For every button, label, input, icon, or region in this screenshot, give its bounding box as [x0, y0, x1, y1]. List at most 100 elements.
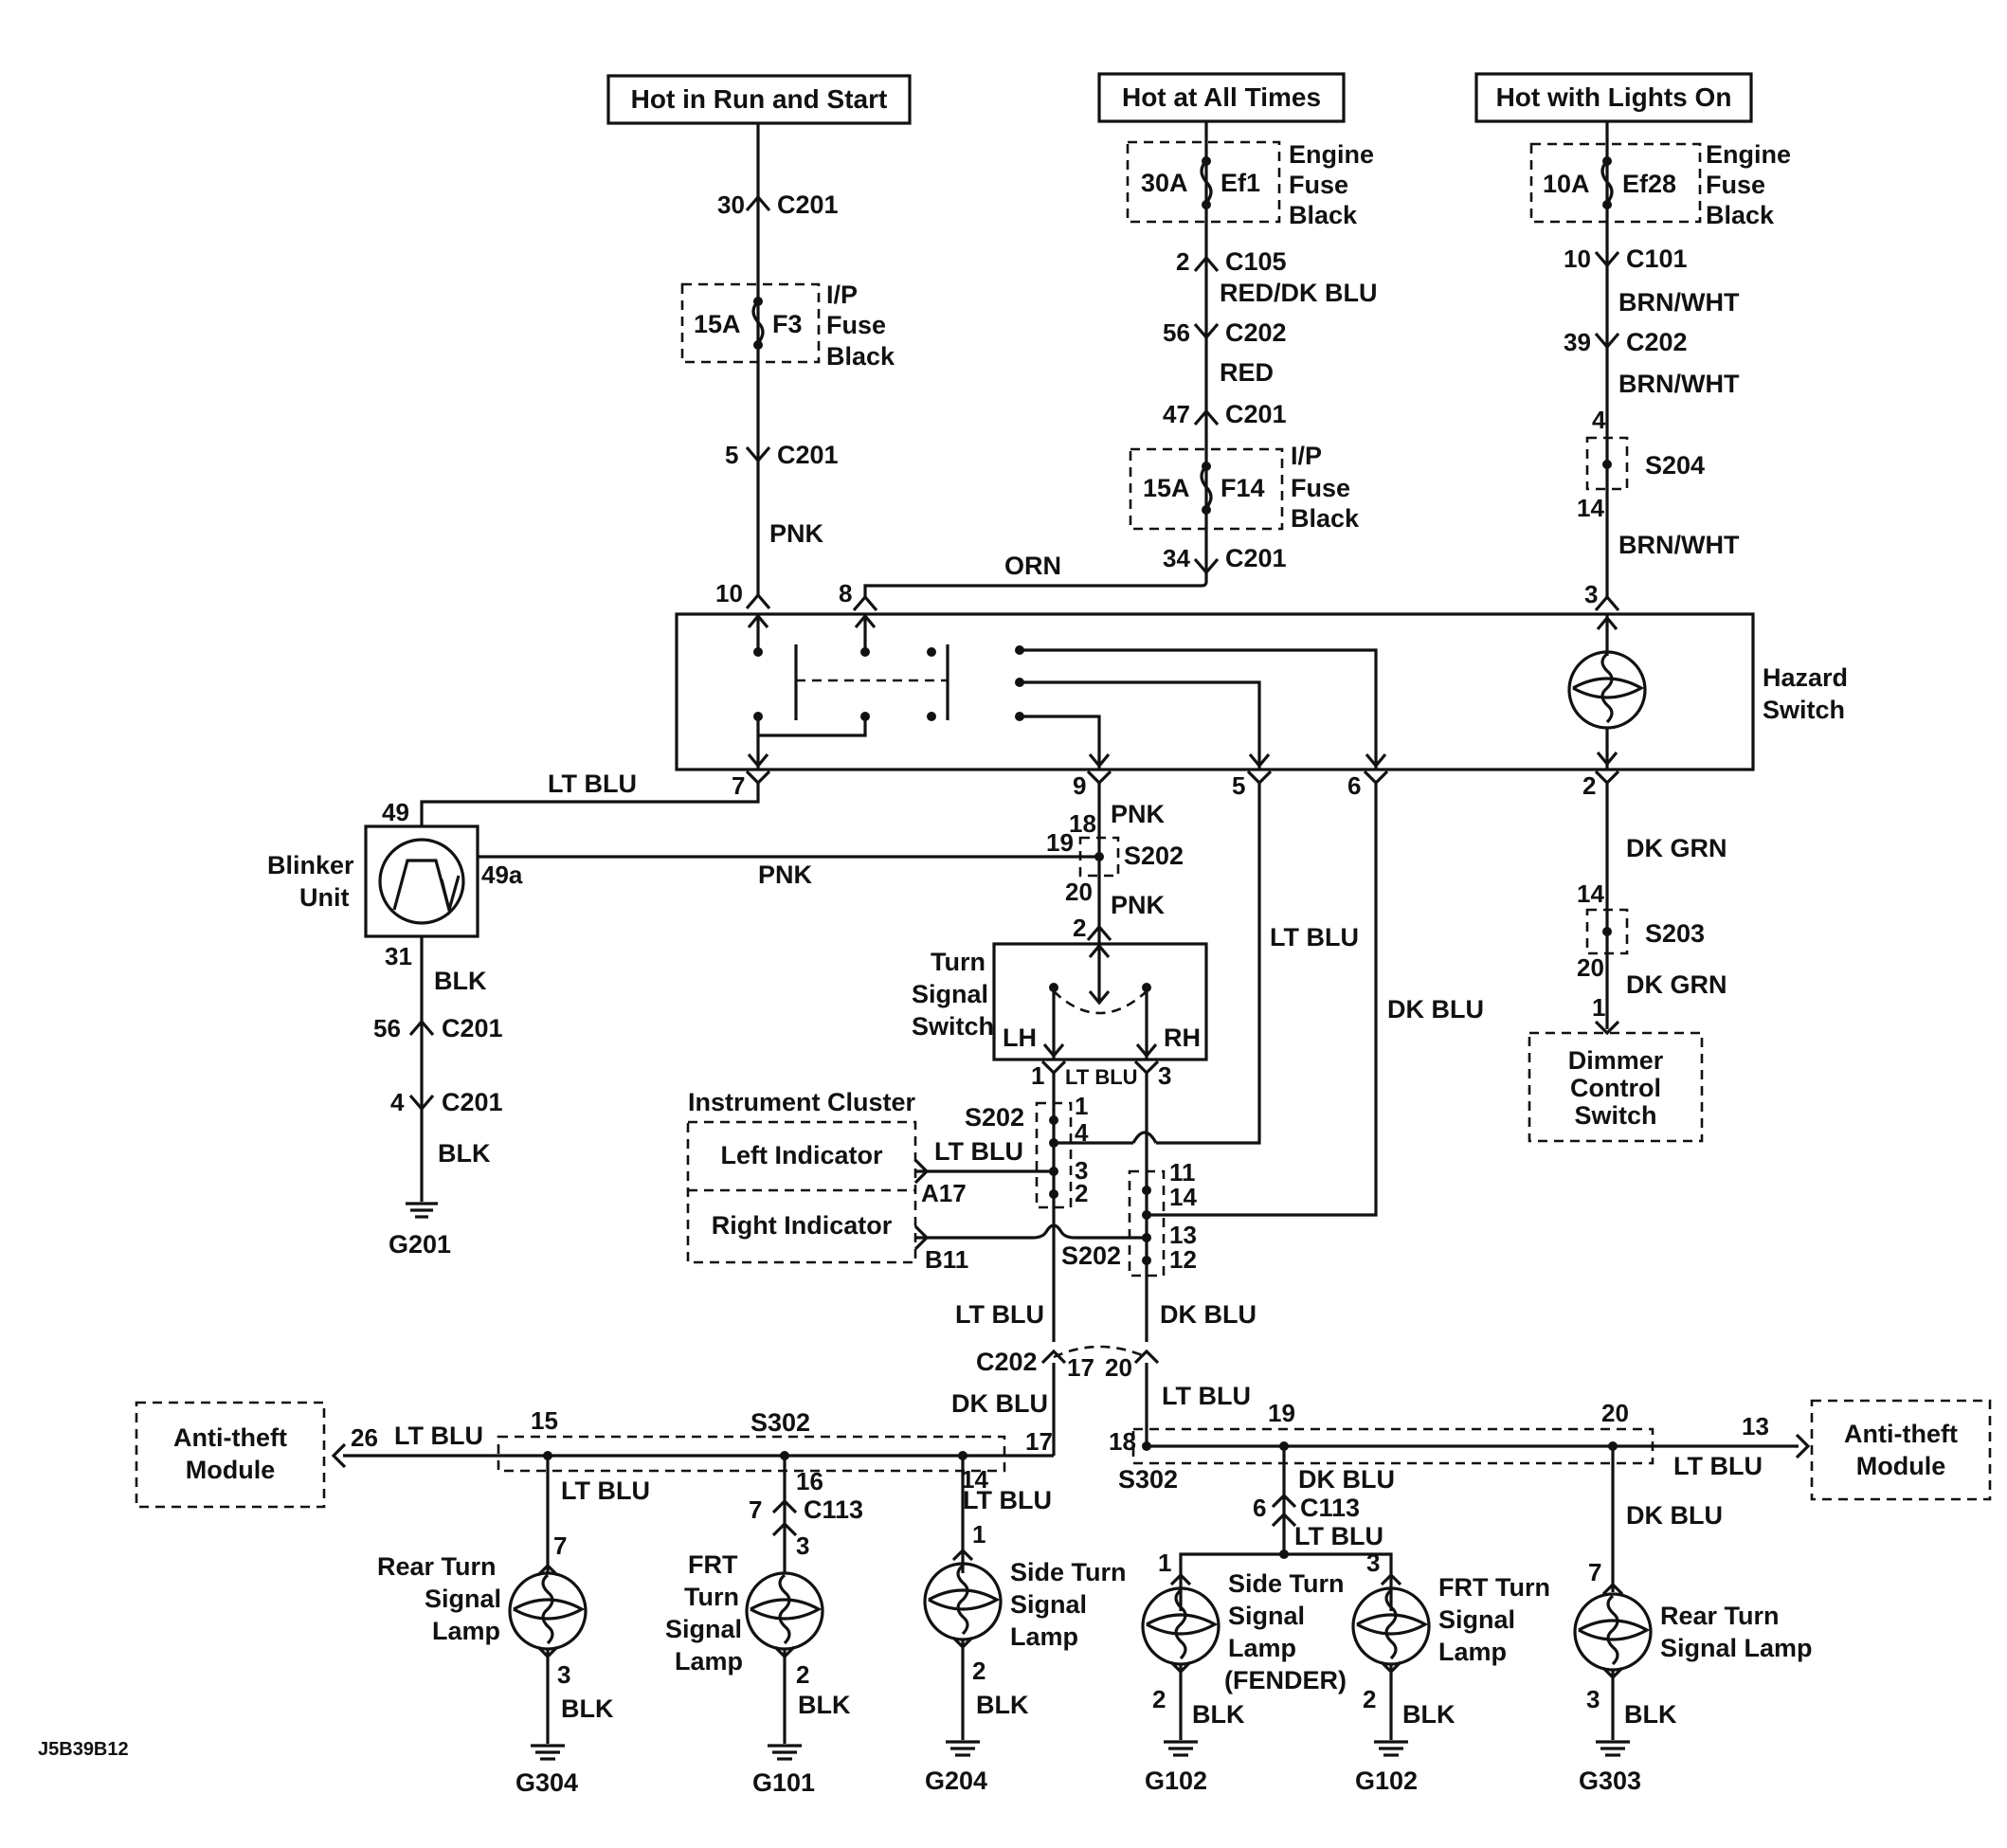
- column-run-start-wiring: 30 C201 15A F3 I/P Fuse Black 5 C201 PNK…: [680, 123, 895, 610]
- svg-text:LT BLU: LT BLU: [1065, 1065, 1138, 1089]
- svg-text:1: 1: [1075, 1092, 1088, 1120]
- svg-text:Switch: Switch: [1574, 1101, 1656, 1130]
- left-rear-bus: DK BLU 17 26 LT BLU 15 S302: [331, 1363, 1056, 1473]
- svg-text:13: 13: [1742, 1412, 1769, 1440]
- svg-text:9: 9: [1073, 771, 1086, 800]
- right-front-lamps: DK BLU 6 C113 LT BLU: [1179, 1446, 1395, 1611]
- svg-text:C201: C201: [1225, 400, 1287, 428]
- svg-text:49: 49: [382, 798, 409, 826]
- svg-text:BRN/WHT: BRN/WHT: [1618, 370, 1740, 398]
- svg-text:3: 3: [1586, 1685, 1600, 1713]
- svg-text:S302: S302: [1118, 1465, 1178, 1494]
- svg-text:DK GRN: DK GRN: [1626, 834, 1727, 862]
- hazard-output-pins: 7 9 5 6 2: [732, 770, 1620, 800]
- svg-text:14: 14: [1169, 1183, 1197, 1211]
- svg-text:Ef28: Ef28: [1622, 170, 1676, 198]
- svg-text:Lamp: Lamp: [1228, 1634, 1296, 1662]
- svg-text:5: 5: [725, 441, 738, 469]
- svg-text:3: 3: [1158, 1061, 1171, 1090]
- svg-text:13: 13: [1169, 1221, 1197, 1249]
- svg-text:Rear Turn: Rear Turn: [1660, 1602, 1780, 1630]
- svg-text:5: 5: [1232, 771, 1245, 800]
- svg-text:Black: Black: [1706, 201, 1775, 229]
- blinker-unit: LT BLU 49 Blinker Unit 49a PNK 31 BLK 56…: [267, 770, 1099, 1259]
- svg-text:10: 10: [1564, 245, 1591, 273]
- svg-text:Black: Black: [1291, 504, 1360, 533]
- diagram-id: J5B39B12: [38, 1739, 129, 1760]
- s202-upper-splice: PNK 18 19 S202 20 PNK 2: [1046, 783, 1184, 948]
- svg-text:Side Turn: Side Turn: [1228, 1569, 1345, 1598]
- svg-text:DK BLU: DK BLU: [1298, 1465, 1395, 1494]
- svg-text:Engine: Engine: [1289, 140, 1374, 169]
- svg-text:6: 6: [1253, 1494, 1266, 1522]
- svg-text:4: 4: [1592, 406, 1606, 434]
- svg-text:Signal: Signal: [1438, 1605, 1515, 1634]
- svg-text:DK BLU: DK BLU: [1160, 1300, 1257, 1329]
- svg-text:18: 18: [1109, 1427, 1136, 1456]
- svg-text:LT BLU: LT BLU: [394, 1422, 483, 1450]
- svg-text:FRT: FRT: [688, 1550, 738, 1579]
- svg-text:7: 7: [1588, 1558, 1601, 1586]
- source-run-start: Hot in Run and Start: [606, 74, 912, 125]
- svg-text:I/P: I/P: [826, 281, 858, 309]
- svg-text:B11: B11: [925, 1245, 968, 1274]
- svg-text:C105: C105: [1225, 247, 1287, 276]
- hazard-5-6-runs: LT BLU DK BLU: [1147, 783, 1484, 1217]
- svg-text:BLK: BLK: [1402, 1700, 1456, 1729]
- svg-text:2: 2: [972, 1657, 985, 1685]
- dimmer-branch: DK GRN 14 S203 20 DK GRN 1: [1577, 783, 1727, 1036]
- svg-text:S202: S202: [965, 1103, 1024, 1132]
- svg-text:S202: S202: [1061, 1241, 1121, 1270]
- svg-text:G102: G102: [1145, 1766, 1207, 1795]
- svg-text:3: 3: [1366, 1549, 1380, 1577]
- front-turn-lamp-right: 3 2 BLK FRT Turn Signal Lamp G102: [1351, 1549, 1550, 1795]
- svg-text:2: 2: [1176, 247, 1189, 276]
- hazard-switch: Hazard Switch: [675, 612, 1848, 771]
- svg-text:I/P: I/P: [1291, 442, 1322, 470]
- svg-text:ORN: ORN: [1004, 552, 1061, 580]
- svg-text:S302: S302: [750, 1408, 810, 1437]
- source-lights-on: Hot with Lights On: [1474, 72, 1753, 123]
- svg-text:DK BLU: DK BLU: [1387, 995, 1484, 1024]
- svg-text:Hazard: Hazard: [1763, 663, 1848, 692]
- svg-text:1: 1: [1031, 1061, 1044, 1090]
- svg-text:2: 2: [796, 1660, 809, 1689]
- svg-text:Black: Black: [1289, 201, 1358, 229]
- svg-text:1: 1: [1158, 1549, 1171, 1577]
- svg-text:14: 14: [961, 1465, 988, 1494]
- svg-text:26: 26: [351, 1423, 378, 1452]
- svg-text:RED: RED: [1220, 358, 1274, 387]
- svg-text:LT BLU: LT BLU: [1673, 1452, 1763, 1480]
- svg-text:14: 14: [1577, 494, 1604, 522]
- svg-text:C201: C201: [777, 441, 839, 469]
- svg-text:S204: S204: [1645, 451, 1705, 480]
- svg-text:BLK: BLK: [976, 1691, 1029, 1719]
- svg-text:12: 12: [1169, 1245, 1197, 1274]
- svg-text:LT BLU: LT BLU: [1294, 1522, 1383, 1550]
- svg-text:G201: G201: [389, 1230, 451, 1259]
- svg-text:Engine: Engine: [1706, 140, 1791, 169]
- svg-text:G101: G101: [752, 1768, 815, 1797]
- svg-text:Switch: Switch: [1763, 696, 1845, 724]
- svg-text:30: 30: [717, 190, 745, 219]
- svg-text:Instrument Cluster: Instrument Cluster: [688, 1088, 916, 1116]
- svg-text:Black: Black: [826, 342, 895, 371]
- svg-text:Fuse: Fuse: [826, 311, 886, 339]
- svg-text:LT BLU: LT BLU: [1162, 1382, 1251, 1410]
- svg-text:BRN/WHT: BRN/WHT: [1618, 288, 1740, 317]
- svg-text:DK BLU: DK BLU: [1626, 1501, 1723, 1530]
- svg-text:PNK: PNK: [1111, 800, 1166, 828]
- svg-text:7: 7: [732, 771, 745, 800]
- svg-text:C202: C202: [1225, 318, 1287, 347]
- svg-text:Module: Module: [186, 1456, 276, 1484]
- svg-text:3: 3: [1075, 1156, 1088, 1185]
- svg-text:Unit: Unit: [299, 883, 349, 912]
- svg-text:C201: C201: [777, 190, 839, 219]
- svg-text:LT BLU: LT BLU: [934, 1137, 1023, 1166]
- svg-text:19: 19: [1046, 828, 1074, 857]
- anti-theft-module-left: Anti-theft Module: [135, 1401, 326, 1509]
- svg-text:17: 17: [1067, 1353, 1094, 1382]
- svg-text:BLK: BLK: [561, 1694, 614, 1723]
- svg-text:Fuse: Fuse: [1706, 171, 1765, 199]
- dimmer-control-switch: Dimmer Control Switch: [1528, 1031, 1704, 1143]
